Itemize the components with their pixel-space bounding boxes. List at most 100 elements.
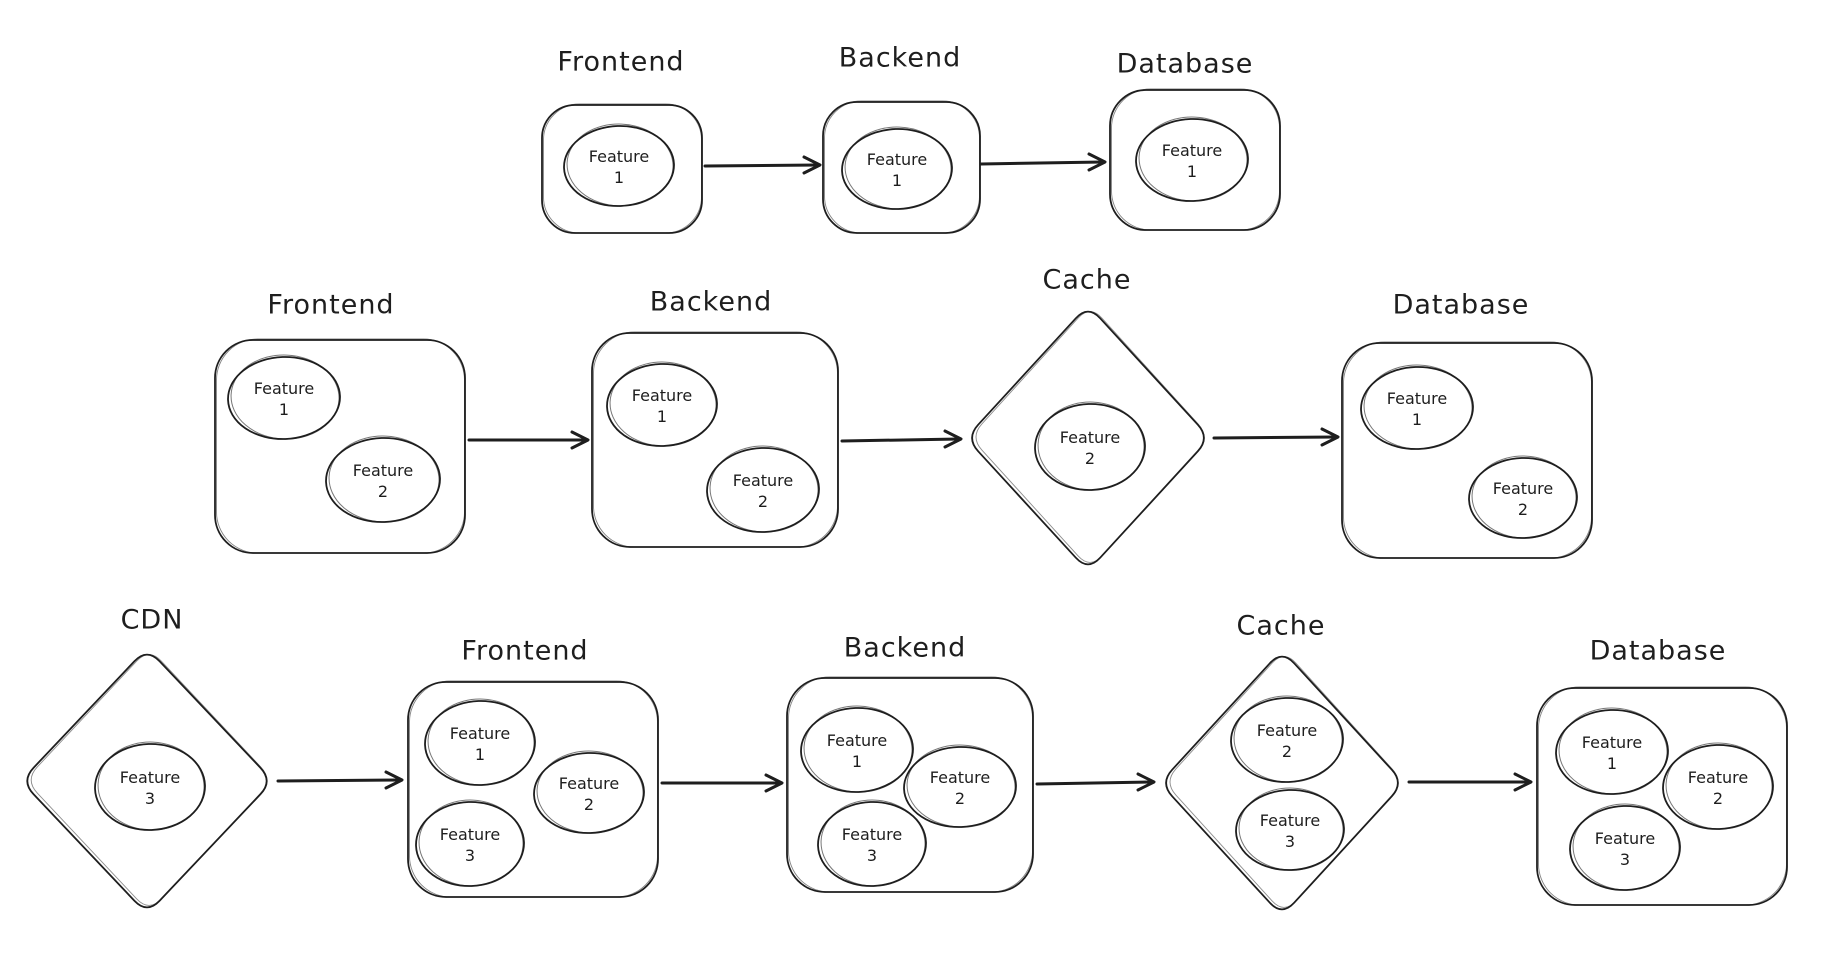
feature-ellipse[interactable]: [94, 742, 207, 832]
frontend-box-sketch-stroke: [543, 103, 702, 234]
feature-ellipse[interactable]: [606, 362, 719, 448]
feature-ellipse-sketch-stroke: [1665, 742, 1773, 830]
database-box-shape[interactable]: [1341, 342, 1593, 559]
feature-ellipse[interactable]: [1662, 743, 1775, 831]
arrowhead-icon: [764, 773, 784, 793]
feature-ellipse[interactable]: [1034, 402, 1147, 492]
feature-ellipse[interactable]: [1230, 696, 1345, 784]
flow-arrow-row1-1[interactable]: [703, 155, 822, 175]
feature-ellipse[interactable]: [841, 127, 954, 211]
feature-ellipse[interactable]: [415, 800, 526, 888]
feature-ellipse[interactable]: [706, 446, 821, 534]
arrow-shaft: [979, 160, 1105, 166]
node-label-cache: Cache: [1043, 265, 1132, 296]
feature-ellipse[interactable]: [817, 800, 928, 888]
feature-ellipse[interactable]: [1235, 788, 1346, 872]
arrowhead-icon: [1087, 152, 1107, 172]
feature-ellipse-sketch-stroke: [709, 445, 819, 533]
flow-arrow-row3-1[interactable]: [276, 770, 404, 790]
feature-ellipse[interactable]: [424, 699, 537, 787]
feature-ellipse[interactable]: [533, 751, 646, 835]
feature-ellipse-sketch-stroke: [230, 354, 340, 440]
node-label-database: Database: [1590, 636, 1727, 667]
flow-arrow-row2-3[interactable]: [1212, 427, 1340, 447]
flow-arrow-row3-3[interactable]: [1035, 772, 1156, 792]
feature-ellipse[interactable]: [563, 124, 676, 208]
feature-ellipse[interactable]: [903, 745, 1018, 829]
feature-ellipse[interactable]: [1135, 117, 1250, 203]
feature-ellipse[interactable]: [227, 355, 342, 441]
cache-diamond-shape[interactable]: [1165, 655, 1399, 911]
feature-ellipse-sketch-stroke: [1558, 707, 1668, 795]
flow-arrow-row2-1[interactable]: [467, 430, 590, 450]
feature-ellipse[interactable]: [1360, 365, 1475, 451]
feature-ellipse[interactable]: [1468, 456, 1579, 540]
frontend-box-shape[interactable]: [407, 681, 659, 898]
feature-ellipse-sketch-stroke: [1363, 364, 1473, 450]
flow-arrow-row3-2[interactable]: [660, 773, 784, 793]
frontend-box-shape[interactable]: [214, 339, 466, 554]
feature-ellipse-sketch-stroke: [1233, 695, 1343, 783]
arrow-shaft: [1035, 780, 1154, 786]
arrowhead-icon: [943, 429, 963, 449]
flow-arrow-row3-4[interactable]: [1407, 772, 1533, 792]
flow-arrow-row2-2[interactable]: [840, 429, 963, 449]
backend-box-shape[interactable]: [591, 332, 839, 548]
node-label-backend: Backend: [839, 43, 961, 74]
flow-arrow-row1-2[interactable]: [979, 152, 1107, 172]
cdn-diamond-sketch-stroke: [30, 654, 268, 906]
feature-ellipse[interactable]: [325, 436, 442, 524]
database-box-sketch-stroke: [1343, 341, 1592, 559]
feature-ellipse[interactable]: [1555, 708, 1670, 796]
arrow-shaft: [1212, 435, 1338, 440]
feature-ellipse[interactable]: [800, 706, 915, 794]
feature-ellipse[interactable]: [1569, 804, 1682, 892]
backend-box-sketch-stroke: [824, 100, 980, 234]
arrow-shaft: [276, 778, 402, 783]
